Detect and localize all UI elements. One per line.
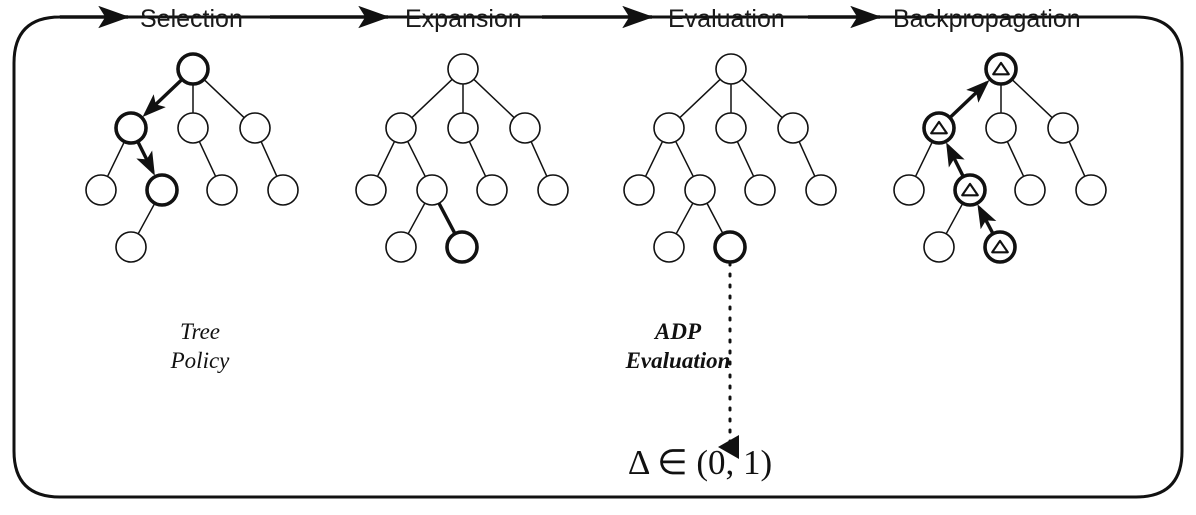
tree-edge [645,141,663,177]
tree-edge [407,203,426,234]
tree-edge [411,79,453,118]
tree-edge [473,79,515,118]
tree-node [1075,174,1107,206]
tree-edge [530,141,548,177]
tree-edge [142,78,184,118]
tree-node-highlighted [114,111,148,145]
tree-node [355,174,387,206]
tree-node [267,174,299,206]
phase-label-expansion: Expansion [405,5,522,33]
tree-node [923,231,955,263]
tree-edge [946,142,965,178]
delta-triangle-icon [961,182,979,197]
tree-policy-label: Tree Policy [171,318,230,376]
tree-edge [737,141,754,177]
tree-node [385,231,417,263]
tree-edge [977,204,997,235]
tree-edge [136,140,155,176]
tree-node [85,174,117,206]
tree-edge [706,203,724,234]
tree-node [893,174,925,206]
tree-node [416,174,448,206]
tree-node [715,53,747,85]
tree-edge [137,203,156,234]
tree-node [985,112,1017,144]
tree-edge [679,79,721,118]
phase-label-backpropagation: Backpropagation [893,5,1081,33]
delta-triangle-icon [991,239,1009,254]
tree-edge [798,141,816,177]
tree-edge [260,141,278,177]
phase-label-selection: Selection [140,5,243,33]
tree-edge [945,203,964,234]
tree-node [206,174,238,206]
tree-node [447,53,479,85]
tree-node [537,174,569,206]
tree-node [1014,174,1046,206]
tree-edge [107,141,125,177]
tree-node-highlighted [922,111,956,145]
tree-node [715,112,747,144]
tree-node [509,112,541,144]
tree-node-highlighted [953,173,987,207]
tree-node [623,174,655,206]
tree-edge [437,202,457,235]
tree-node [653,231,685,263]
tree-node-highlighted [445,230,479,264]
adp-evaluation-line-2: Evaluation [625,347,731,373]
tree-node [115,231,147,263]
tree-edge [203,79,245,118]
outer-frame [12,15,1184,499]
tree-node [777,112,809,144]
tree-node-highlighted [145,173,179,207]
tree-node [239,112,271,144]
tree-node [744,174,776,206]
tree-node [653,112,685,144]
delta-triangle-icon [930,120,948,135]
evaluation-tree [623,53,837,264]
tree-node [684,174,716,206]
expansion-tree [355,53,569,264]
tree-node [805,174,837,206]
tree-node [385,112,417,144]
tree-node-highlighted [176,52,210,86]
tree-policy-line-1: Tree [179,319,221,344]
tree-edge [741,79,783,118]
tree-node-highlighted [984,52,1018,86]
tree-edge [1068,141,1086,177]
tree-edge [675,203,694,234]
phase-label-evaluation: Evaluation [668,5,785,33]
tree-node [476,174,508,206]
adp-evaluation-line-1: ADP [655,319,701,344]
tree-edge [948,79,990,119]
tree-edge [469,141,486,177]
selection-tree [85,52,299,263]
tree-panels [85,52,1107,264]
tree-edge [675,141,694,177]
adp-evaluation-label: ADP Evaluation [626,318,731,376]
tree-node [447,112,479,144]
tree-edge [377,141,395,177]
tree-node-highlighted [983,230,1017,264]
tree-edge [199,141,216,177]
tree-edge [1011,79,1053,118]
delta-triangle-icon [992,61,1010,76]
tree-edge [1007,141,1024,177]
tree-node [1047,112,1079,144]
tree-node [177,112,209,144]
tree-edge [407,141,426,177]
tree-policy-line-2: Policy [170,347,230,373]
backpropagation-tree [893,52,1107,264]
tree-edge [915,141,933,177]
delta-range-formula: Δ ∈ (0, 1) [627,443,773,482]
tree-node-highlighted [713,230,747,264]
